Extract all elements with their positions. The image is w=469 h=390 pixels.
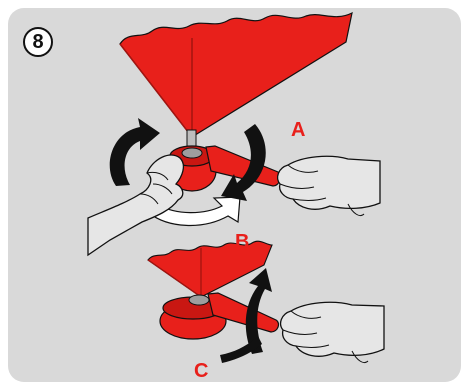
callout-label-c: C (194, 361, 208, 381)
upper-red-sheet (120, 13, 352, 137)
right-hand-lower (281, 302, 384, 356)
lower-red-sheet (148, 241, 272, 297)
instruction-panel: 8 A B C (8, 8, 461, 382)
left-hand (88, 155, 183, 255)
upper-nut (182, 148, 202, 158)
lower-nut (189, 295, 209, 305)
right-hand-upper (278, 156, 380, 209)
step-number-badge: 8 (23, 27, 53, 57)
callout-label-b: B (235, 232, 249, 252)
assembly-illustration (8, 8, 461, 382)
callout-label-a: A (291, 120, 305, 140)
